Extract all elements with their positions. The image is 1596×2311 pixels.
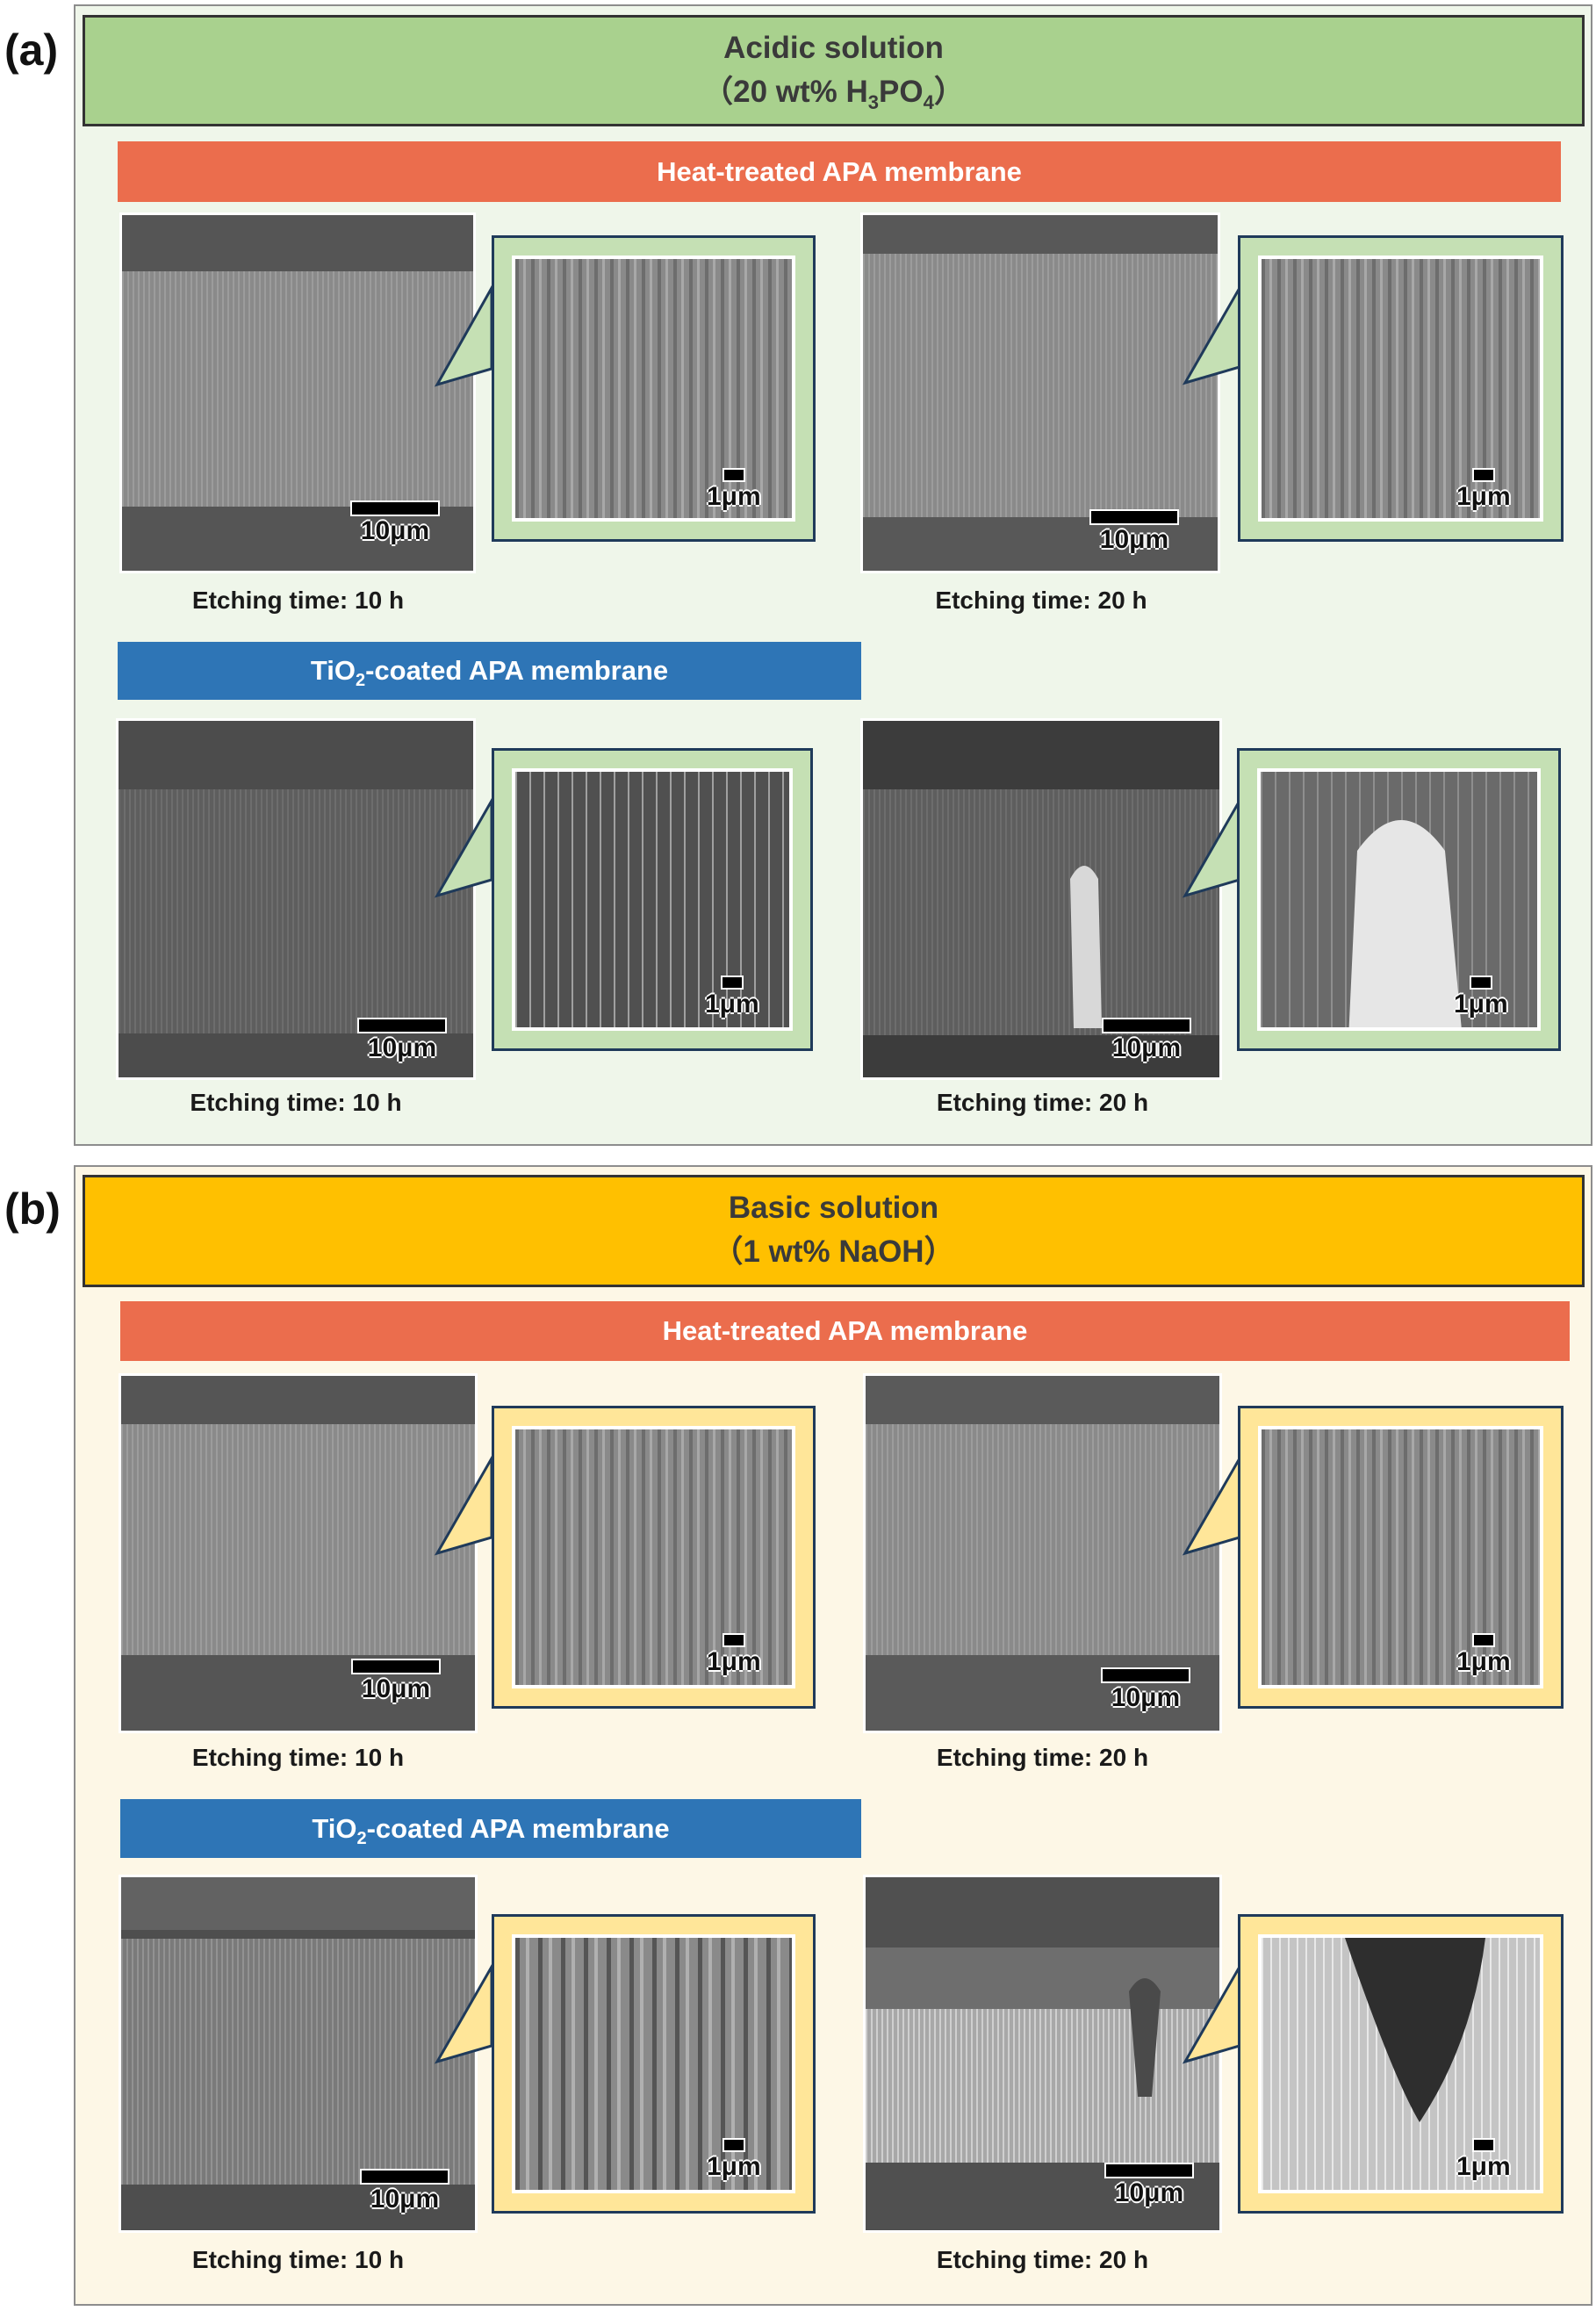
callout-pointer-icon xyxy=(1182,1453,1241,1556)
solution-concentration: （1 wt% NaOH） xyxy=(712,1235,955,1269)
callout-pointer-icon xyxy=(1182,283,1241,385)
scale-bar-10um: 10μm xyxy=(1101,1667,1190,1711)
sem-micrograph-icon xyxy=(515,1429,792,1685)
tio2-coated-bar-a: TiO2-coated APA membrane xyxy=(118,642,861,700)
sem-image-b-tio2-10h: 10μm xyxy=(119,1875,478,2233)
caption-a-heat-10h: Etching time: 10 h xyxy=(191,587,405,614)
caption-b-heat-10h: Etching time: 10 h xyxy=(191,1744,405,1771)
bar-label: TiO2-coated APA membrane xyxy=(310,655,669,690)
solution-title: Acidic solution xyxy=(723,31,944,65)
zoom-callout-a-heat-20h: 1μm xyxy=(1238,235,1564,542)
callout-pointer-icon xyxy=(434,1962,493,2064)
sem-zoom-image: 1μm xyxy=(1258,256,1543,522)
bar-label: TiO2-coated APA membrane xyxy=(312,1812,670,1848)
sem-image-b-heat-10h: 10μm xyxy=(119,1373,478,1733)
scale-bar-10um: 10μm xyxy=(1089,509,1179,553)
zoom-callout-a-tio2-10h: 1μm xyxy=(492,748,813,1051)
callout-pointer-icon xyxy=(1182,1962,1241,2064)
sem-micrograph-icon xyxy=(1261,772,1537,1027)
solution-concentration: （20 wt% H3PO4） xyxy=(702,75,965,113)
solution-header-basic: Basic solution （1 wt% NaOH） xyxy=(83,1175,1585,1287)
sem-image-a-tio2-10h: 10μm xyxy=(116,718,476,1080)
scale-bar-1um: 1μm xyxy=(707,2138,761,2180)
panel-label-a: (a) xyxy=(4,25,59,75)
scale-bar-1um: 1μm xyxy=(705,976,759,1018)
zoom-callout-b-tio2-10h: 1μm xyxy=(492,1914,816,2214)
sem-image-a-heat-20h: 10μm xyxy=(860,212,1220,573)
scale-bar-1um: 1μm xyxy=(1456,2138,1511,2180)
heat-treated-bar-b: Heat-treated APA membrane xyxy=(120,1301,1570,1361)
panel-label-b: (b) xyxy=(4,1184,61,1234)
sem-zoom-image: 1μm xyxy=(1257,768,1541,1031)
callout-pointer-icon xyxy=(434,1453,493,1556)
zoom-callout-a-tio2-20h: 1μm xyxy=(1237,748,1561,1051)
caption-a-tio2-10h: Etching time: 10 h xyxy=(190,1089,402,1116)
scale-bar-10um: 10μm xyxy=(350,500,440,544)
fiber-bundle xyxy=(1070,866,1102,1028)
sem-image-a-heat-10h: 10μm xyxy=(119,212,476,573)
scale-bar-1um: 1μm xyxy=(707,1633,761,1675)
caption-a-heat-20h: Etching time: 20 h xyxy=(935,587,1147,614)
scale-bar-10um: 10μm xyxy=(1104,2163,1194,2207)
bar-label: Heat-treated APA membrane xyxy=(657,155,1022,187)
sem-zoom-image: 1μm xyxy=(1258,1426,1543,1688)
scale-bar-1um: 1μm xyxy=(1456,1633,1511,1675)
sem-zoom-image: 1μm xyxy=(1258,1934,1543,2193)
scale-bar-1um: 1μm xyxy=(1454,976,1508,1018)
zoom-callout-b-tio2-20h: 1μm xyxy=(1238,1914,1564,2214)
callout-pointer-icon xyxy=(434,796,493,898)
caption-b-heat-20h: Etching time: 20 h xyxy=(936,1744,1149,1771)
sem-micrograph-icon xyxy=(515,1938,792,2190)
heat-treated-bar-a: Heat-treated APA membrane xyxy=(118,141,1561,202)
solution-title: Basic solution xyxy=(728,1191,939,1225)
zoom-callout-a-heat-10h: 1μm xyxy=(492,235,816,542)
sem-image-a-tio2-20h: 10μm xyxy=(860,718,1222,1080)
callout-pointer-icon xyxy=(434,283,493,387)
sem-image-b-heat-20h: 10μm xyxy=(863,1373,1222,1733)
sem-image-b-tio2-20h: 10μm xyxy=(863,1875,1222,2233)
zoom-callout-b-heat-10h: 1μm xyxy=(492,1406,816,1709)
sem-zoom-image: 1μm xyxy=(512,1934,795,2193)
solution-header-acidic: Acidic solution （20 wt% H3PO4） xyxy=(83,15,1585,126)
zoom-callout-b-heat-20h: 1μm xyxy=(1238,1406,1564,1709)
scale-bar-10um: 10μm xyxy=(360,2169,449,2213)
sem-zoom-image: 1μm xyxy=(512,768,793,1031)
scale-bar-1um: 1μm xyxy=(1456,468,1511,510)
sem-micrograph-icon xyxy=(515,772,789,1027)
scale-bar-10um: 10μm xyxy=(351,1659,441,1703)
sem-zoom-image: 1μm xyxy=(512,256,795,522)
bar-label: Heat-treated APA membrane xyxy=(662,1315,1028,1346)
caption-b-tio2-10h: Etching time: 10 h xyxy=(191,2246,405,2273)
callout-pointer-icon xyxy=(1182,796,1241,898)
scale-bar-10um: 10μm xyxy=(357,1018,447,1062)
scale-bar-1um: 1μm xyxy=(707,468,761,510)
sem-micrograph-icon xyxy=(863,721,1219,1077)
caption-a-tio2-20h: Etching time: 20 h xyxy=(936,1089,1149,1116)
sem-zoom-image: 1μm xyxy=(512,1426,795,1688)
sem-micrograph-icon xyxy=(122,215,473,571)
caption-b-tio2-20h: Etching time: 20 h xyxy=(936,2246,1149,2273)
scale-bar-10um: 10μm xyxy=(1102,1018,1191,1062)
sem-micrograph-icon xyxy=(515,259,792,518)
tio2-coated-bar-b: TiO2-coated APA membrane xyxy=(120,1799,861,1858)
